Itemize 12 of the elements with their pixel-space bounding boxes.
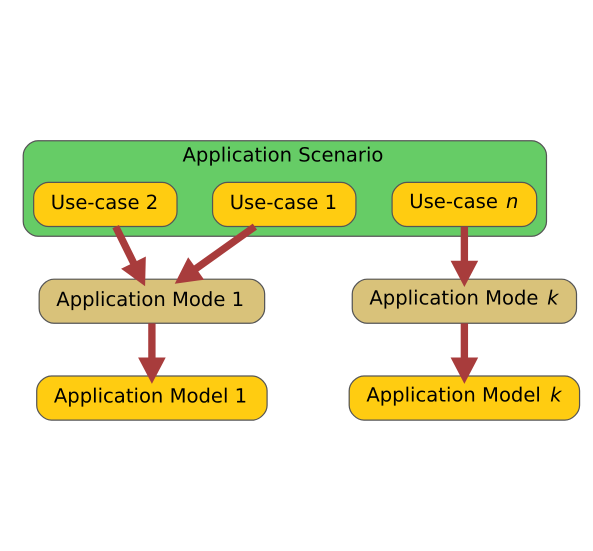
arrow — [138, 323, 166, 384]
node-box: Application Model 1 — [36, 375, 268, 421]
arrow — [450, 323, 478, 384]
arrow — [112, 224, 146, 286]
node-box: Use-case 1 — [212, 182, 357, 228]
arrow — [450, 226, 478, 288]
node-box: Use-case n — [391, 182, 538, 228]
arrow — [174, 224, 257, 284]
node-box: Application Mode 1 — [38, 278, 266, 324]
node-box: Application Model k — [348, 375, 580, 421]
node-box: Application Mode k — [352, 278, 578, 324]
node-box: Use-case 2 — [33, 182, 178, 228]
